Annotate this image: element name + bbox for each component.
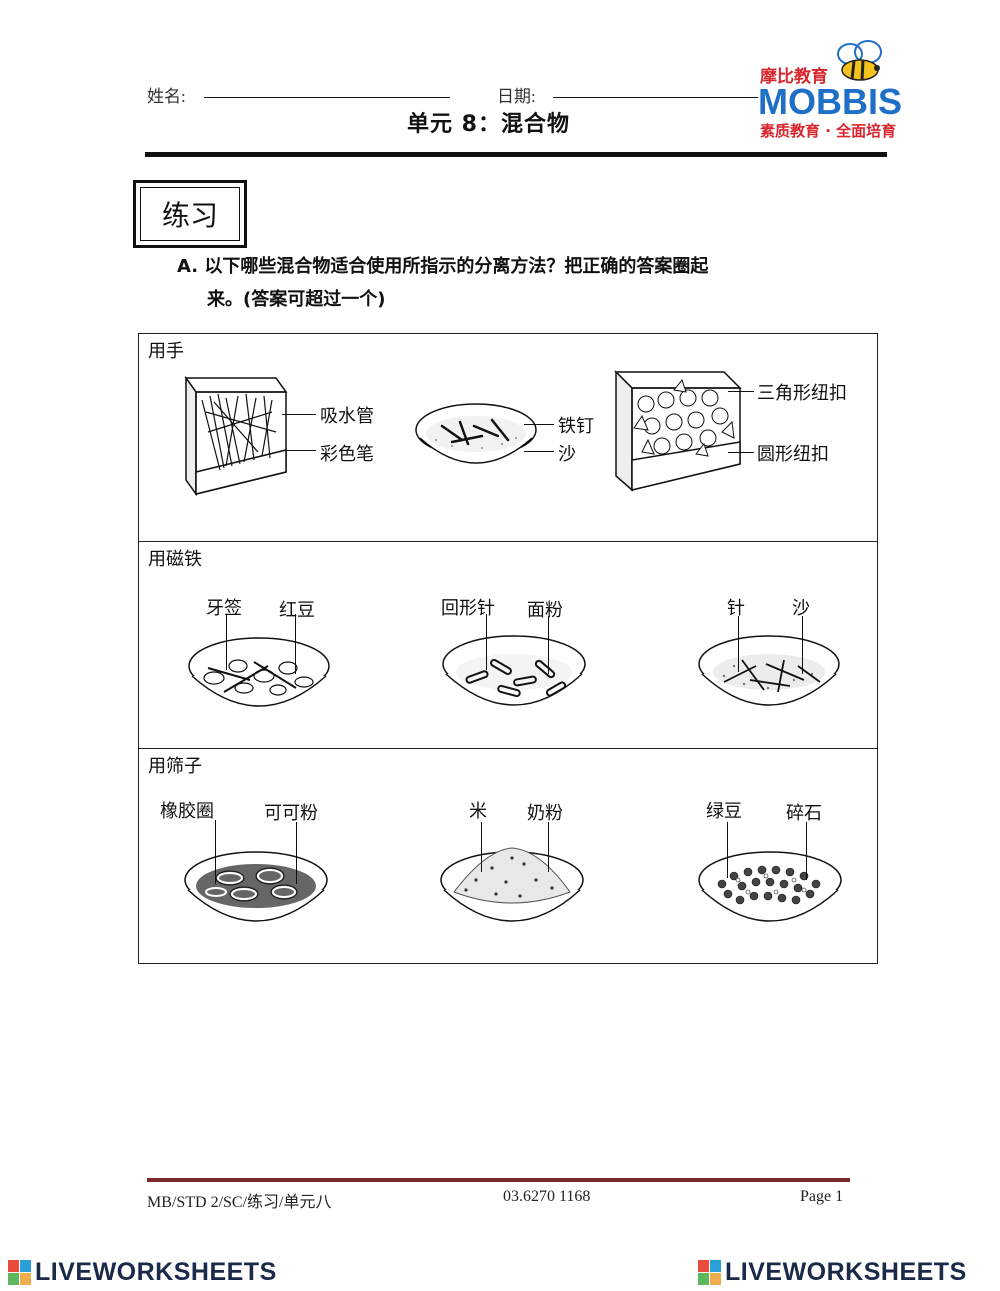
leader-line	[481, 822, 482, 872]
method-label-magnet: 用磁铁	[148, 549, 202, 570]
item-label: 针	[727, 598, 745, 619]
item-label: 牙签	[206, 598, 242, 619]
liveworksheets-watermark-right: LIVEWORKSHEETS	[698, 1258, 967, 1287]
mobbis-logo: 摩比教育 MOBBIS 素质教育 · 全面培育	[752, 40, 932, 140]
leader-line	[215, 820, 216, 884]
practice-title: 练习	[161, 199, 218, 232]
name-label: 姓名:	[147, 87, 186, 106]
greenbeans-gravel-dish-image[interactable]	[694, 844, 846, 942]
item-label: 绿豆	[706, 801, 742, 822]
row-divider	[138, 541, 878, 542]
liveworksheets-logo-icon	[8, 1259, 31, 1285]
item-label: 回形针	[441, 598, 495, 619]
separation-methods-table	[138, 333, 878, 964]
footer-code: MB/STD 2/SC/练习/单元八	[147, 1194, 332, 1211]
leader-line	[728, 391, 754, 392]
leader-line	[226, 614, 227, 670]
leader-line	[548, 822, 549, 872]
item-label: 米	[469, 801, 487, 822]
item-label: 红豆	[279, 600, 315, 621]
leader-line	[524, 451, 554, 452]
logo-english-name: MOBBIS	[758, 81, 902, 122]
liveworksheets-logo-icon	[698, 1259, 721, 1285]
instruction-line-2: 来。(答案可超过一个)	[207, 289, 386, 310]
leader-line	[728, 452, 754, 453]
practice-title-box: 练习	[133, 180, 247, 248]
leader-line	[486, 614, 487, 670]
footer-rule	[147, 1178, 850, 1182]
instruction-line-1: A. 以下哪些混合物适合使用所指示的分离方法？把正确的答案圈起	[177, 256, 709, 277]
nails-sand-dish-image[interactable]	[412, 396, 540, 478]
needles-sand-dish-image[interactable]	[694, 630, 844, 724]
leader-line	[295, 614, 296, 674]
paperclips-flour-dish-image[interactable]	[438, 630, 590, 724]
item-label: 圆形纽扣	[757, 444, 829, 465]
bee-icon	[837, 40, 882, 81]
leader-line	[548, 616, 549, 674]
name-field-line[interactable]	[204, 97, 450, 98]
watermark-text: LIVEWORKSHEETS	[35, 1258, 277, 1286]
buttons-box-image[interactable]	[612, 368, 744, 494]
leader-line	[282, 450, 316, 451]
item-label: 奶粉	[527, 803, 563, 824]
watermark-text: LIVEWORKSHEETS	[725, 1258, 967, 1286]
item-label: 吸水管	[320, 406, 374, 427]
date-label: 日期:	[497, 87, 536, 106]
header-rule	[145, 152, 887, 157]
leader-line	[727, 822, 728, 878]
page-title: 单元 8：混合物	[407, 112, 570, 137]
date-field-line[interactable]	[553, 97, 758, 98]
item-label: 可可粉	[264, 803, 318, 824]
footer-phone: 03.6270 1168	[503, 1188, 591, 1205]
leader-line	[802, 616, 803, 674]
item-label: 沙	[558, 444, 576, 465]
logo-tagline: 素质教育 · 全面培育	[760, 122, 897, 140]
rubberbands-cocoa-dish-image[interactable]	[180, 846, 332, 940]
toothpicks-beans-dish-image[interactable]	[184, 632, 334, 724]
leader-line	[296, 822, 297, 884]
item-label: 铁钉	[558, 416, 594, 437]
method-label-hand: 用手	[148, 341, 184, 362]
leader-line	[282, 414, 316, 415]
item-label: 三角形纽扣	[757, 383, 847, 404]
footer-page-number: Page 1	[800, 1188, 844, 1205]
leader-line	[738, 616, 739, 672]
straws-pens-box-image[interactable]	[180, 372, 290, 498]
leader-line	[806, 822, 807, 880]
leader-line	[524, 424, 554, 425]
method-label-sieve: 用筛子	[148, 756, 202, 777]
row-divider	[138, 748, 878, 749]
item-label: 橡胶圈	[160, 801, 214, 822]
item-label: 彩色笔	[320, 444, 374, 465]
item-label: 沙	[792, 598, 810, 619]
logo-chinese-name: 摩比教育	[760, 67, 828, 87]
rice-milkpowder-dish-image[interactable]	[436, 840, 588, 940]
item-label: 碎石	[786, 803, 822, 824]
item-label: 面粉	[527, 600, 563, 621]
liveworksheets-watermark-left: LIVEWORKSHEETS	[8, 1258, 277, 1287]
